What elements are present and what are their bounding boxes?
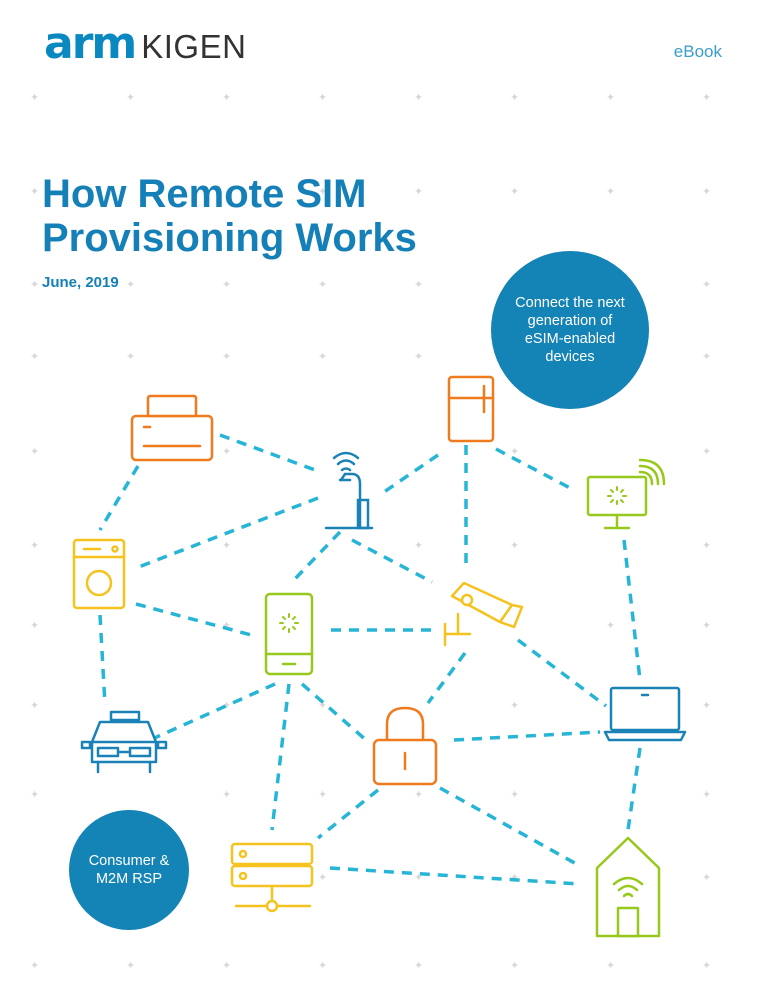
link-washer-taxi xyxy=(98,614,107,706)
lamp-icon xyxy=(324,451,374,530)
lock-icon xyxy=(372,706,438,786)
logo-kigen: KIGEN xyxy=(141,28,247,65)
link-washer-phone xyxy=(135,602,256,638)
link-monitor-laptop xyxy=(622,539,642,681)
monitor-icon xyxy=(586,458,666,530)
callout-bottom-text: Consumer & M2M RSP xyxy=(88,853,170,887)
link-lock-house xyxy=(439,786,581,868)
callout-bubble-bottom: Consumer & M2M RSP xyxy=(69,810,189,930)
link-camera-laptop xyxy=(516,638,608,708)
link-printer-washer xyxy=(98,465,140,531)
link-fridge-lamp xyxy=(383,453,439,494)
callout-top-text: Connect the next generation of eSIM-enab… xyxy=(515,295,625,365)
laptop-icon xyxy=(603,686,687,742)
link-lamp-camera xyxy=(351,538,433,584)
link-fridge-monitor xyxy=(495,447,571,490)
brand-logo: arm KIGEN xyxy=(44,22,246,66)
link-camera-lock xyxy=(426,651,467,705)
network-connections xyxy=(98,433,642,886)
house-icon xyxy=(595,836,661,938)
publish-date: June, 2019 xyxy=(42,274,119,291)
link-lock-laptop xyxy=(453,730,601,742)
link-laptop-house xyxy=(626,747,642,831)
server-icon xyxy=(230,842,314,913)
link-printer-lamp xyxy=(219,433,316,472)
taxi-icon xyxy=(80,710,168,774)
callout-bubble-top: Connect the next generation of eSIM-enab… xyxy=(491,251,649,409)
logo-arm: arm xyxy=(44,18,137,69)
camera-icon xyxy=(443,581,524,647)
link-lamp-washer xyxy=(135,496,319,570)
link-lock-server xyxy=(316,788,380,840)
link-lamp-phone xyxy=(290,530,342,584)
washer-icon xyxy=(72,538,126,610)
phone-icon xyxy=(264,592,314,676)
printer-icon xyxy=(130,394,214,462)
link-phone-server xyxy=(270,683,291,831)
link-phone-taxi xyxy=(149,682,276,742)
fridge-icon xyxy=(447,375,495,443)
link-phone-lock xyxy=(300,682,368,742)
document-type: eBook xyxy=(673,42,722,61)
link-server-house xyxy=(329,866,581,886)
page-title: How Remote SIM Provisioning Works xyxy=(42,172,417,260)
